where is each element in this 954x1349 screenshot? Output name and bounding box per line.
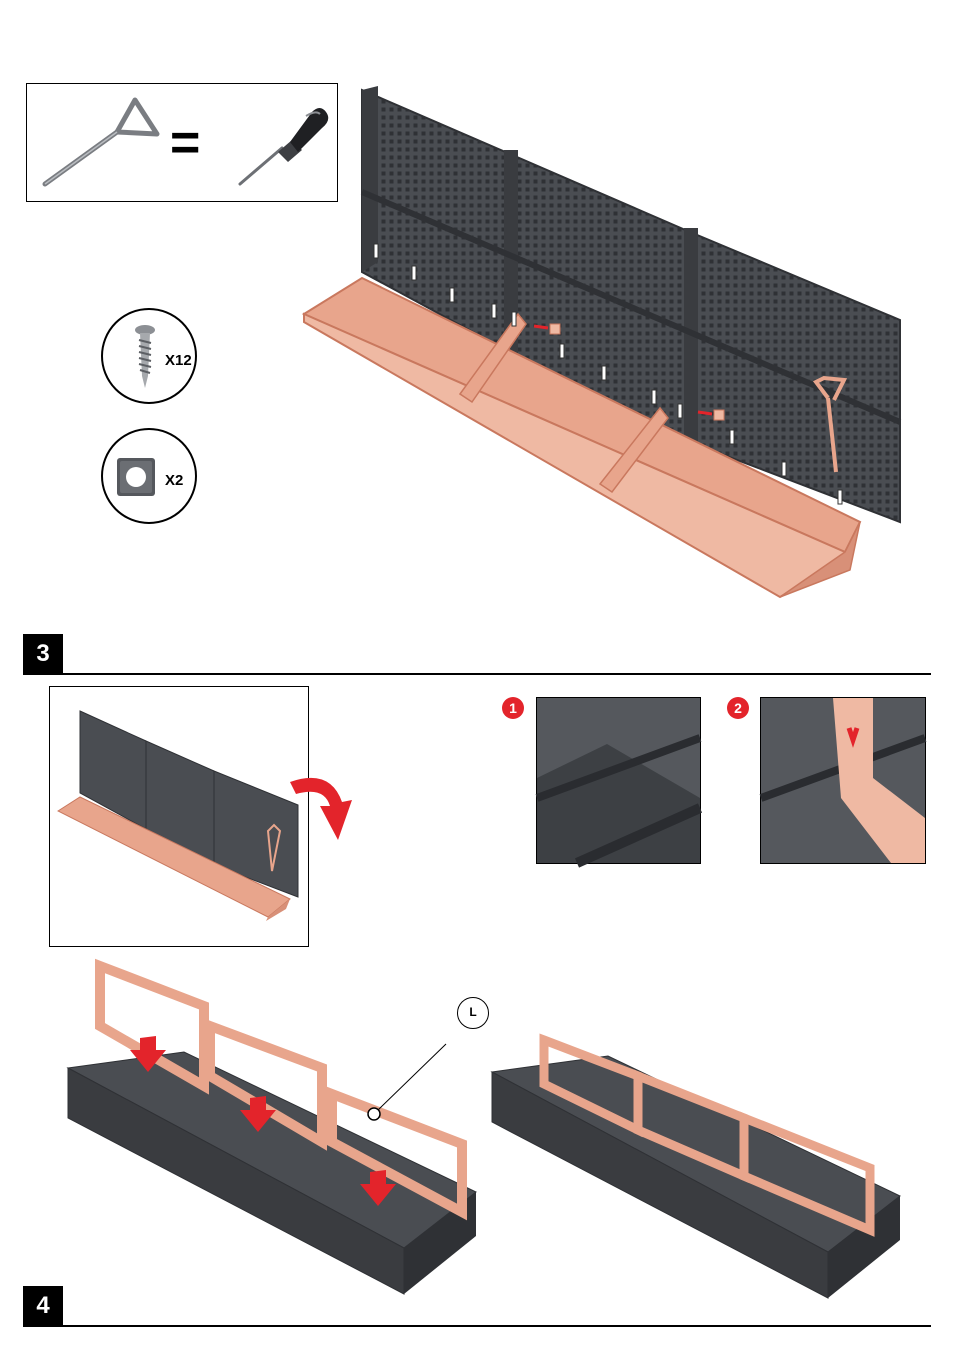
step-divider — [23, 673, 931, 675]
frames-installed-illustration — [488, 1020, 908, 1302]
screw-quantity: X12 — [165, 352, 192, 369]
step-number: 3 — [23, 634, 63, 674]
tools-equivalence-box: = — [26, 83, 338, 202]
rotate-arrow-icon — [284, 768, 354, 850]
rotate-overview-illustration — [54, 701, 304, 931]
detail-2-illustration — [761, 698, 925, 863]
screw-icon — [133, 324, 157, 390]
parts-screw-circle: X12 — [101, 308, 197, 404]
step-number: 4 — [23, 1286, 63, 1326]
nut-quantity: X2 — [165, 472, 183, 489]
insert-frames-illustration — [64, 956, 484, 1301]
rotate-overview-box — [49, 686, 309, 947]
detail-badge: 2 — [727, 697, 749, 719]
step-divider — [23, 1325, 931, 1327]
detail-1-illustration — [537, 698, 700, 863]
square-nut-icon — [115, 456, 157, 498]
detail-badge: 1 — [502, 697, 524, 719]
triangle-key-icon — [39, 96, 159, 191]
equals-sign: = — [170, 117, 200, 169]
back-panel-assembly-illustration — [300, 82, 910, 602]
detail-2-box — [760, 697, 926, 864]
callout-label: L — [457, 997, 489, 1029]
detail-1-box — [536, 697, 701, 864]
parts-nut-circle: X2 — [101, 428, 197, 524]
